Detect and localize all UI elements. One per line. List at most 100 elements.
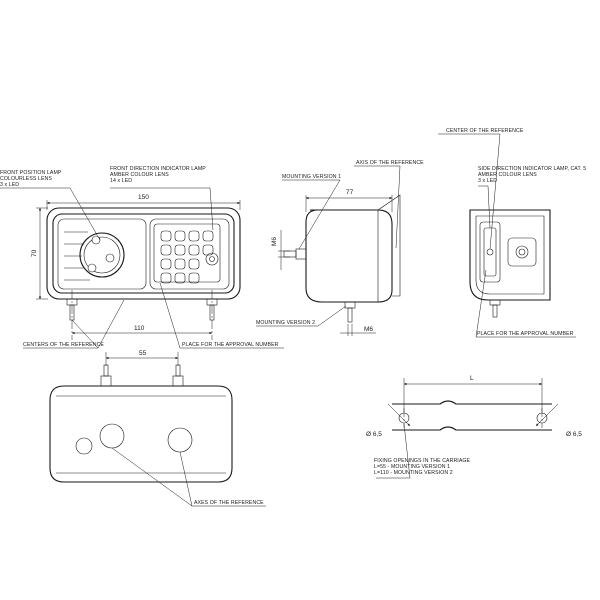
leader-centers-b (97, 299, 125, 349)
led-1 (91, 235, 101, 245)
side-stud-thread-2 (492, 304, 498, 318)
indicator-led (160, 272, 172, 284)
position-lamp-reflector (79, 232, 125, 278)
leader-approval (159, 282, 284, 349)
label-mount2: MOUNTING VERSION 2 (256, 320, 315, 326)
label-mount1: MOUNTING VERSION 1 (282, 174, 341, 180)
indicator-lamp-lens (149, 218, 230, 290)
leader-fixing (376, 423, 411, 479)
note-line-3: L=110 - MOUNTING VERSION 2 (374, 470, 453, 476)
dim-depth-text: 77 (346, 189, 354, 196)
led-matrix-frame (153, 223, 221, 283)
leader-axis (354, 165, 401, 249)
leader-mount2 (256, 305, 347, 327)
leader-center-ref (438, 133, 501, 250)
indicator-led (174, 272, 186, 284)
indicator-led (160, 244, 172, 256)
label-amber: AMBER COLOUR LENS (110, 172, 169, 178)
label-axis: AXIS OF THE REFERENCE (356, 160, 424, 166)
label-side-3xled: 3 x LED (478, 178, 497, 184)
front-housing-outline (46, 207, 241, 300)
side-bolt (515, 245, 529, 259)
mounting-holes-view: L Ø 6,5 Ø 6,5 FIXING OPENINGS IN THE CAR… (366, 375, 582, 479)
leader-side-indicator (478, 185, 491, 229)
carriage-inner (475, 215, 545, 295)
lens-texture (64, 231, 90, 281)
side-indicator-body (479, 221, 501, 283)
label-center-ref: CENTER OF THE REFERENCE (446, 128, 524, 134)
led-3 (87, 263, 97, 273)
side-lens-profile (377, 194, 401, 297)
dim-height-text: 70 (31, 249, 38, 257)
leader-direction-lamp (110, 187, 214, 231)
side-bolt-core (518, 248, 526, 256)
front-housing-inner (52, 213, 235, 294)
bottom-circle-right (167, 427, 193, 453)
label-axes: AXES OF THE REFERENCE (194, 500, 264, 506)
indicator-led (188, 258, 200, 270)
dim-width-text: 150 (138, 194, 149, 201)
dim-L-text: L (470, 375, 474, 382)
label-front-position: FRONT POSITION LAMP (0, 170, 62, 176)
rail-bottom (392, 426, 552, 431)
dim-arrow-right (535, 403, 559, 427)
bottom-stud-thread (347, 307, 353, 323)
indicator-led (202, 230, 214, 242)
dim-arrow-left (387, 403, 411, 427)
indicator-led (188, 272, 200, 284)
note-line-2: L=55 - MOUNTING VERSION 1 (374, 464, 450, 470)
label-approval: PLACE FOR THE APPROVAL NUMBER (182, 342, 279, 348)
leader-axes-b (179, 451, 193, 507)
bottom-housing-edge (56, 395, 226, 474)
dim-left-text: Ø 6,5 (366, 431, 382, 438)
bottom-stud-right (172, 364, 184, 387)
dim-m6-vertical-text: M6 (271, 237, 278, 246)
note-line-1: FIXING OPENINGS IN THE CARRIAGE (374, 458, 471, 464)
label-centers: CENTERS OF THE REFERENCE (23, 342, 104, 348)
side-stud-base-2 (489, 299, 501, 306)
side-housing (305, 209, 393, 303)
label-colourless: COLOURLESS LENS (0, 176, 52, 182)
position-lamp-ring (83, 236, 121, 274)
position-lamp-lens (57, 218, 147, 290)
leader-position-lamp (0, 187, 101, 241)
indicator-led (160, 230, 172, 242)
leader-side-approval (475, 269, 576, 338)
sensor-dot (209, 256, 215, 262)
leader-axes-a (111, 447, 266, 507)
bottom-stud-base (344, 301, 356, 309)
side-lamp-view: CENTER OF THE REFERENCE SIDE DIRECTION I… (438, 128, 586, 338)
side-view: 77 M6 M6 AXIS OF THE REFERENCE MOUNTING … (256, 160, 424, 336)
indicator-led-grid (160, 230, 214, 284)
indicator-led (188, 230, 200, 242)
dim-centers-text: 110 (134, 325, 145, 332)
indicator-led (174, 230, 186, 242)
dim-studs-text: 55 (139, 350, 147, 357)
label-side-amber: AMBER COLOUR LENS (478, 172, 537, 178)
carriage-profile (469, 209, 551, 301)
bottom-circle-center (99, 423, 125, 449)
side-indicator-lens (483, 227, 497, 277)
bottom-view: 55 AXES OF THE REFERENCE (49, 350, 266, 507)
dim-m6-text: M6 (364, 326, 373, 333)
sensor-ring (205, 252, 219, 266)
indicator-led (202, 244, 214, 256)
side-indicator-center (486, 248, 494, 256)
indicator-led (160, 258, 172, 270)
leader-mount1 (282, 179, 341, 250)
label-3xled: 3 x LED (0, 182, 19, 188)
bottom-stud-left (100, 364, 112, 387)
label-side-approval: PLACE FOR THE APPROVAL NUMBER (477, 331, 574, 337)
front-view: 150 70 110 FRONT POSITION LAMP COLOURLES… (0, 166, 284, 349)
side-stud-base (295, 248, 307, 260)
indicator-led (174, 258, 186, 270)
side-bolt-housing (507, 237, 537, 267)
rail-top (392, 400, 552, 405)
dim-right-text: Ø 6,5 (566, 431, 582, 438)
led-2 (105, 253, 115, 263)
indicator-led (174, 244, 186, 256)
label-side-indicator: SIDE DIRECTION INDICATOR LAMP, CAT. 5 (478, 166, 586, 172)
side-stud-thread (283, 250, 297, 258)
